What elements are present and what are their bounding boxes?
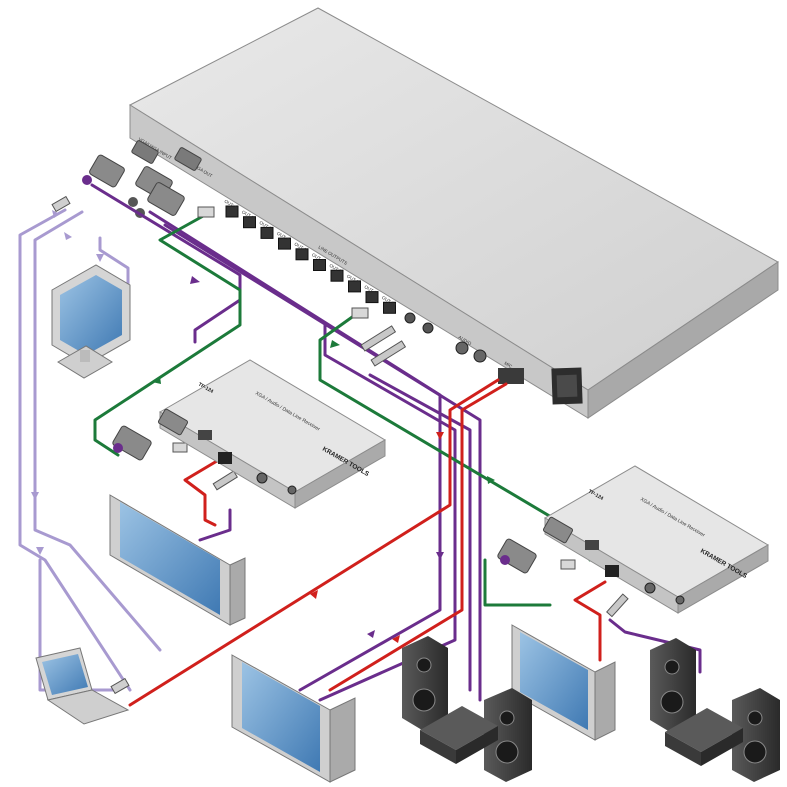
vga-connector-icon bbox=[110, 677, 130, 695]
terminal-block-icon bbox=[218, 452, 232, 464]
speaker-icon bbox=[484, 688, 532, 782]
rj45-port-10 bbox=[383, 301, 396, 314]
amplifier-icon bbox=[420, 706, 498, 764]
monitor-icon bbox=[51, 264, 131, 379]
terminal-block-icon bbox=[498, 368, 524, 384]
rj45-port-6 bbox=[313, 259, 326, 271]
out-port-label-5: OUT 5 bbox=[293, 241, 307, 252]
receiver-left bbox=[112, 359, 386, 509]
plasma-display-icon bbox=[109, 494, 246, 626]
rj45-port-2 bbox=[243, 216, 256, 229]
rj45-port-8 bbox=[348, 280, 361, 293]
rj45-port-3 bbox=[260, 226, 274, 239]
audio-label: AUDIO bbox=[457, 335, 472, 347]
vga-connector-icon bbox=[51, 195, 71, 213]
plasma-display-icon bbox=[511, 624, 616, 741]
speaker-icon bbox=[732, 688, 780, 782]
out-port-label-2: OUT 2 bbox=[241, 209, 255, 220]
rj45-port-4 bbox=[278, 237, 291, 250]
out-port-label-7: OUT 7 bbox=[328, 263, 342, 274]
audio-jack-icon bbox=[404, 312, 487, 363]
line-outputs-row bbox=[225, 205, 396, 314]
out-port-label-1: OUT 1 bbox=[223, 199, 237, 210]
out-port-label-6: OUT 6 bbox=[311, 252, 325, 263]
rj45-connector-icon bbox=[172, 206, 576, 570]
rj45-port-5 bbox=[295, 248, 309, 261]
cable-arrows bbox=[31, 210, 495, 643]
amplifier-icon bbox=[665, 708, 743, 766]
vga-connector-icon bbox=[82, 140, 202, 218]
speaker-icon bbox=[402, 636, 448, 730]
out-port-label-8: OUT 8 bbox=[346, 273, 360, 284]
plasma-display-icon bbox=[231, 654, 356, 783]
rj45-port-7 bbox=[330, 269, 344, 282]
receiver-right bbox=[497, 465, 769, 614]
out-port-label-9: OUT 9 bbox=[363, 284, 377, 295]
out-port-label-4: OUT 4 bbox=[276, 231, 290, 242]
laptop-icon bbox=[35, 647, 130, 725]
rj45-connector-icon bbox=[198, 430, 212, 440]
out-port-label-3: OUT 3 bbox=[258, 220, 272, 231]
audio-plug-icon bbox=[212, 325, 629, 618]
switcher-chassis bbox=[128, 7, 779, 419]
mic-label: MIC bbox=[503, 361, 513, 370]
cables bbox=[18, 183, 702, 707]
speaker-icon bbox=[650, 638, 696, 732]
rj45-port-1 bbox=[225, 205, 239, 218]
rj45-port-9 bbox=[365, 291, 379, 304]
